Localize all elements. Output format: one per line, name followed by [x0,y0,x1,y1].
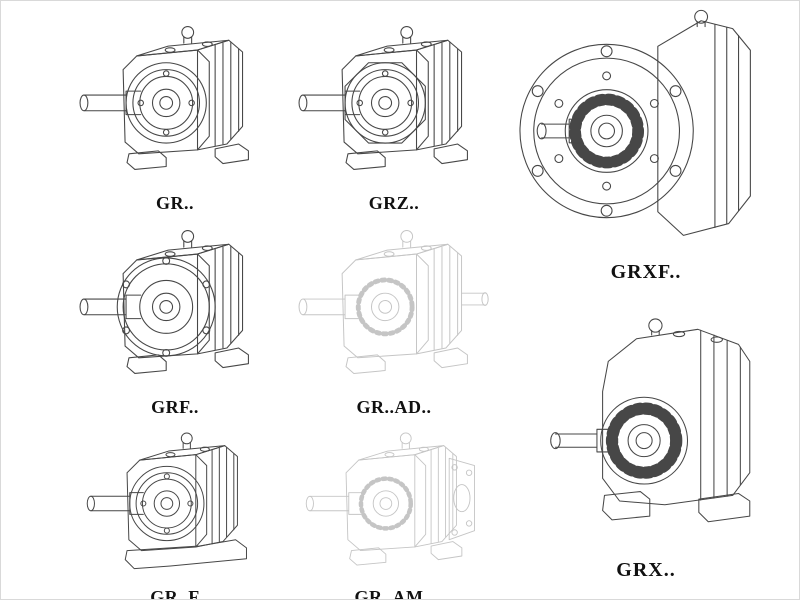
gearbox-drawing-grz [298,25,468,171]
product-label-gr-ad: GR..AD.. [356,397,432,417]
gearbox-drawing-gr-ad [298,230,489,374]
product-figure-grf: GRF.. [65,209,285,418]
gearbox-drawing-gr-am [305,432,475,566]
gearbox-drawing-gr [79,25,249,171]
gearbox-drawing-grxf [519,9,751,236]
gearbox-drawing-grx [550,318,751,523]
product-label-gr: GR.. [156,193,194,213]
product-figure-grz: GRZ.. [289,5,499,214]
product-label-grx: GRX.. [616,559,676,581]
gearbox-drawing-gr-f [86,432,247,570]
product-label-gr-am: GR..AM.. [354,587,434,600]
product-label-grf: GRF.. [151,397,199,417]
product-figure-gr: GR.. [65,5,285,214]
product-label-grxf: GRXF.. [610,261,682,283]
product-figure-gr-am: GR..AM.. [289,413,499,600]
product-figure-grxf: GRXF.. [501,3,791,284]
product-label-gr-f: GR..F [150,587,200,600]
product-label-grz: GRZ.. [368,193,420,213]
product-figure-grx: GRX.. [501,301,791,582]
gearbox-drawing-grf [79,229,249,375]
product-figure-gr-f: GR..F [65,413,285,600]
product-figure-gr-ad: GR..AD.. [289,209,499,418]
